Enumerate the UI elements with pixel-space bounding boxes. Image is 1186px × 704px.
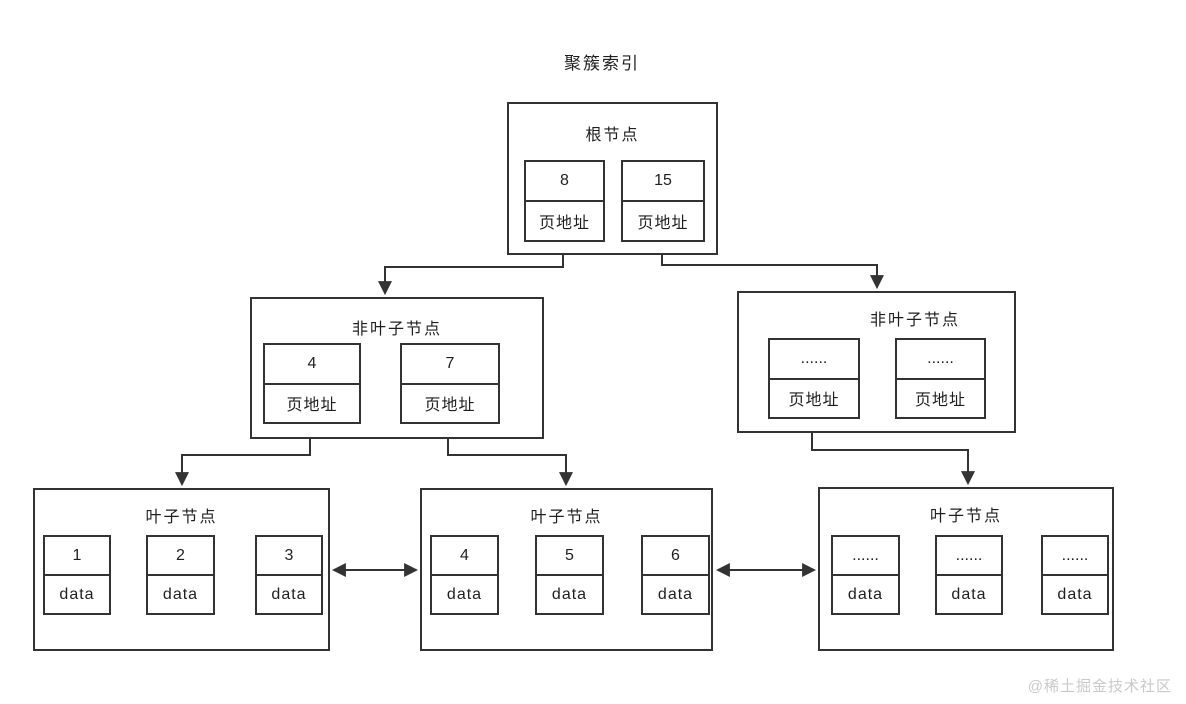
index-entry: 15 页地址 <box>621 160 705 242</box>
data-cell: data <box>951 585 987 603</box>
data-cell: data <box>271 585 307 603</box>
index-entry: 7 页地址 <box>400 343 500 424</box>
key-cell: 3 <box>257 537 321 576</box>
page-address-cell: 页地址 <box>788 392 840 410</box>
key-cell: 2 <box>148 537 213 576</box>
leaf-node-middle-label: 叶子节点 <box>530 509 603 526</box>
index-entry: ...... 页地址 <box>768 338 860 419</box>
root-node-label: 根节点 <box>585 127 640 144</box>
leaf-node-right: 叶子节点 ...... data ...... data ...... data <box>818 487 1114 651</box>
page-address-cell: 页地址 <box>424 397 476 415</box>
record-entry: ...... data <box>1041 535 1109 615</box>
key-cell: 5 <box>537 537 602 576</box>
data-cell: data <box>162 585 199 603</box>
record-entry: 5 data <box>535 535 604 615</box>
leaf-node-right-label: 叶子节点 <box>929 508 1002 525</box>
key-cell: 15 <box>623 162 703 202</box>
key-cell: ...... <box>937 537 1001 576</box>
record-entry: ...... data <box>935 535 1003 615</box>
record-entry: 6 data <box>641 535 710 615</box>
diagram-title: 聚簇索引 <box>564 54 640 73</box>
record-entry: 3 data <box>255 535 323 615</box>
leaf-node-left: 叶子节点 1 data 2 data 3 data <box>33 488 330 651</box>
key-cell: 6 <box>643 537 708 576</box>
record-entry: 2 data <box>146 535 215 615</box>
record-entry: 1 data <box>43 535 111 615</box>
key-cell: 1 <box>45 537 109 576</box>
root-node: 根节点 8 页地址 15 页地址 <box>507 102 718 255</box>
page-address-cell: 页地址 <box>538 215 590 232</box>
index-entry: 4 页地址 <box>263 343 361 424</box>
key-cell: ...... <box>770 340 858 380</box>
record-entry: 4 data <box>430 535 499 615</box>
index-entry: ...... 页地址 <box>895 338 986 419</box>
key-cell: 4 <box>432 537 497 576</box>
data-cell: data <box>446 585 483 603</box>
key-cell: 8 <box>526 162 603 202</box>
key-cell: ...... <box>1043 537 1107 576</box>
data-cell: data <box>657 585 694 603</box>
key-cell: 4 <box>265 345 359 385</box>
key-cell: 7 <box>402 345 498 385</box>
key-cell: ...... <box>897 340 984 380</box>
leaf-node-left-label: 叶子节点 <box>145 509 218 526</box>
record-entry: ...... data <box>831 535 900 615</box>
internal-node-left-label: 非叶子节点 <box>351 321 442 338</box>
watermark: @稀土掘金技术社区 <box>1027 678 1172 695</box>
leaf-node-middle: 叶子节点 4 data 5 data 6 data <box>420 488 713 651</box>
internal-node-right-label: 非叶子节点 <box>870 312 961 329</box>
page-address-cell: 页地址 <box>637 215 689 232</box>
data-cell: data <box>847 585 884 603</box>
data-cell: data <box>551 585 588 603</box>
index-entry: 8 页地址 <box>524 160 605 242</box>
page-address-cell: 页地址 <box>286 397 338 415</box>
key-cell: ...... <box>833 537 898 576</box>
page-address-cell: 页地址 <box>914 392 966 410</box>
data-cell: data <box>59 585 95 603</box>
data-cell: data <box>1057 585 1093 603</box>
internal-node-left: 非叶子节点 4 页地址 7 页地址 <box>250 297 544 439</box>
internal-node-right: 非叶子节点 ...... 页地址 ...... 页地址 <box>737 291 1016 433</box>
